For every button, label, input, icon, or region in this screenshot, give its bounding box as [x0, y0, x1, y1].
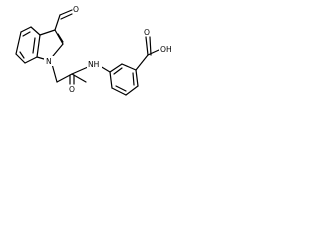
bond [39, 29, 56, 36]
label-background [44, 56, 55, 66]
carboxylic-oh-label: OH [160, 45, 172, 54]
bond [109, 63, 123, 73]
bond [15, 31, 22, 55]
bond [54, 14, 61, 31]
double-bond-inner [132, 72, 135, 86]
double-bond [60, 13, 73, 20]
indole-benzene-ring [15, 26, 41, 64]
bond [52, 43, 64, 57]
bond [111, 87, 127, 96]
aldehyde-group [54, 9, 73, 31]
double-bond-inner [32, 37, 36, 54]
indole-pyrrole-ring [36, 29, 64, 60]
bond [20, 26, 32, 33]
double-bond-inner [22, 31, 31, 37]
acetamide-linker [51, 63, 111, 85]
bond [36, 56, 45, 60]
atom-labels: N O NH O O OH [44, 5, 174, 94]
benzoic-acid-ring [109, 63, 139, 96]
chemical-structure-diagram: N O NH O O OH [15, 5, 174, 96]
double-bond [59, 9, 73, 16]
bond [71, 66, 89, 75]
double-bond-inner [115, 85, 127, 92]
double-bond-inner [113, 67, 123, 75]
bond [54, 29, 64, 45]
carboxylic-acid-group [135, 36, 160, 71]
bond [15, 53, 26, 64]
carboxylic-oxygen-label: O [144, 28, 150, 37]
double-bond-inner [19, 51, 25, 59]
bond [30, 26, 41, 36]
amide-nh-label: NH [88, 60, 99, 69]
indole-nitrogen-label: N [46, 57, 52, 66]
bond [36, 34, 41, 58]
double-bond-inner [57, 33, 64, 43]
label-background [159, 43, 174, 53]
bond [24, 56, 38, 64]
bond [121, 63, 137, 71]
carbonyl-double-bond [149, 36, 152, 56]
bond [147, 49, 160, 56]
bond [51, 63, 58, 83]
aldehyde-oxygen-label: O [73, 5, 79, 14]
carbonyl-double-bond [145, 36, 149, 56]
bond [135, 69, 139, 87]
label-background [87, 58, 102, 68]
bond [109, 71, 113, 89]
bond [135, 54, 149, 71]
bond [125, 85, 139, 96]
amide-oxygen-label: O [69, 85, 75, 94]
